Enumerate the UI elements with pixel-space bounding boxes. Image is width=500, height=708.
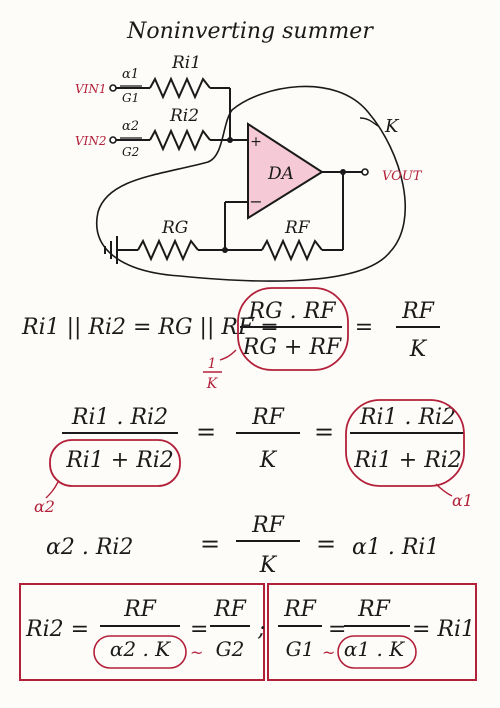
box1-rf-1: RF [123, 597, 157, 622]
box2-rf-2: RF [357, 597, 391, 622]
minus-sign: − [249, 192, 262, 211]
resistor-ri2 [149, 128, 211, 152]
box-separator: ; [257, 617, 265, 642]
vout-label: VOUT [382, 169, 423, 184]
eq2-k: K [259, 448, 278, 473]
box1-lhs: Ri2 = [25, 617, 89, 642]
eq2-left-numerator: Ri1 . Ri2 [71, 405, 168, 430]
rg-label: RG [161, 218, 188, 238]
box1-tilde: ~ [190, 643, 203, 662]
eq1-equals: = [355, 315, 373, 340]
eq1-denominator: RG + RF [242, 335, 342, 360]
junction-dot [340, 169, 346, 175]
eq3-equals-2: = [316, 530, 336, 558]
eq1-highlight-circle [237, 287, 349, 371]
eq1-rf: RF [401, 299, 435, 324]
eq3-equals-1: = [200, 530, 220, 558]
page-title: Noninverting summer [126, 19, 374, 44]
box1-alpha-circle [93, 635, 187, 669]
box2-rhs: = Ri1 [412, 617, 475, 642]
note-k: K [206, 376, 219, 392]
vout-terminal [361, 168, 369, 176]
eq2-left-denominator: Ri1 + Ri2 [65, 448, 174, 473]
ri1-label: Ri1 [171, 53, 201, 73]
junction-dot [227, 137, 233, 143]
junction-dot [222, 247, 228, 253]
box2-rf-1: RF [283, 597, 317, 622]
eq3-rhs: α1 . Ri1 [352, 535, 439, 560]
k-loop [95, 85, 406, 282]
eq2-equals-1: = [196, 418, 216, 446]
alpha2-label: α2 [122, 119, 139, 134]
plus-sign: + [250, 134, 262, 150]
resistor-rg [137, 238, 199, 262]
eq2-right-circle [345, 399, 465, 487]
vin1-label: VIN1 [75, 82, 107, 96]
vin1-terminal [109, 84, 117, 92]
eq2-equals-2: = [314, 418, 334, 446]
vin2-label: VIN2 [75, 134, 107, 148]
eq1-numerator: RG . RF [248, 299, 337, 324]
alpha1-label: α1 [122, 67, 139, 82]
diff-amp-triangle [247, 122, 324, 220]
result-box-1 [19, 583, 265, 681]
k-label: K [384, 116, 400, 137]
box2-g1: G1 [286, 637, 315, 661]
box2-tilde: ~ [322, 643, 335, 662]
circuit-wires [104, 76, 362, 264]
note-alpha1: α1 [452, 491, 473, 510]
resistor-rf [261, 238, 323, 262]
eq2-left-circle [49, 439, 181, 487]
ri2-label: Ri2 [169, 106, 199, 126]
eq3-rf: RF [251, 513, 285, 538]
box1-rf-2: RF [213, 597, 247, 622]
box1-alpha2-k: α2 . K [110, 637, 171, 661]
eq1-k: K [409, 337, 428, 362]
box1-g2: G2 [216, 637, 245, 661]
note-alpha2: α2 [34, 497, 55, 516]
box1-equals: = [190, 617, 208, 642]
eq2-rf: RF [251, 405, 285, 430]
box2-alpha1-k: α1 . K [344, 637, 405, 661]
resistor-ri1 [149, 76, 211, 100]
eq2-right-denominator: Ri1 + Ri2 [353, 448, 462, 473]
g1-label: G1 [122, 91, 139, 105]
eq3-lhs: α2 . Ri2 [46, 535, 133, 560]
result-box-2 [267, 583, 477, 681]
eq2-right-numerator: Ri1 . Ri2 [359, 405, 456, 430]
g2-label: G2 [122, 145, 139, 159]
vin2-terminal [109, 136, 117, 144]
box2-equals: = [328, 617, 346, 642]
box2-alpha-circle [337, 635, 417, 669]
note-1: 1 [208, 356, 217, 372]
eq3-k: K [259, 553, 278, 578]
rf-label: RF [284, 218, 311, 238]
amp-label: DA [267, 164, 294, 184]
eq1-lhs: Ri1 || Ri2 = RG || RF = [21, 315, 279, 340]
